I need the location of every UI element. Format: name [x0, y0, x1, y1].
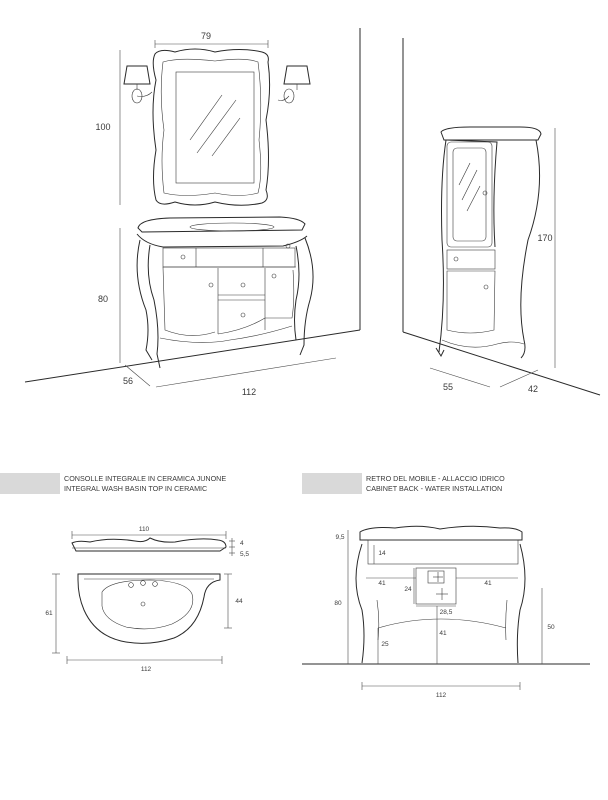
dimension-basin-width: 112: [66, 656, 223, 673]
dimension-back-left-offset: 41: [366, 577, 416, 587]
mirror-height-label: 100: [95, 122, 110, 132]
dimension-cabinet-width: 112: [155, 357, 337, 397]
cabinet-back-outline: [355, 525, 526, 664]
basin-header: CONSOLLE INTEGRALE IN CERAMICA JUNONE IN…: [0, 473, 226, 494]
back-total-width-label: 112: [436, 692, 447, 699]
back-drain-height-label: 41: [439, 630, 447, 637]
vanity-cabinet: [136, 216, 314, 369]
dimension-mirror-width: 79: [154, 31, 269, 48]
dimension-mirror-height: 100: [95, 50, 121, 205]
column-depth-label: 42: [528, 384, 538, 394]
column-height-label: 170: [537, 233, 552, 243]
basin-thickness-total-label: 5,5: [240, 551, 249, 558]
back-right-offset-label: 41: [484, 580, 492, 587]
basin-depth-outer-label: 61: [45, 610, 53, 617]
cabinet-height-label: 80: [98, 294, 108, 304]
cabinet-width-label: 112: [242, 387, 256, 397]
dimension-basin-thickness: 4 5,5: [229, 538, 249, 558]
back-foot-height-label: 25: [381, 641, 389, 648]
dimension-column-width: 55: [429, 367, 491, 392]
mirror: [152, 48, 271, 206]
basin-title-line1: CONSOLLE INTEGRALE IN CERAMICA JUNONE: [64, 474, 226, 483]
mirror-width-label: 79: [201, 31, 211, 41]
dimension-back-side-height: 50: [541, 588, 555, 664]
dimension-back-box-width: 28,5: [416, 605, 456, 616]
dimension-back-top-offset: 9,5: [335, 530, 349, 545]
dimension-basin-depth: 61 44: [45, 573, 243, 654]
dimension-back-total-width: 112: [361, 682, 521, 699]
dimension-column-height: 170: [537, 128, 556, 368]
wall-sconce-left: [123, 65, 153, 104]
back-total-height-label: 80: [334, 600, 342, 607]
room-corner-right: [402, 38, 601, 396]
back-box-width-label: 28,5: [440, 609, 453, 616]
dimension-basin-top-width: 110: [71, 526, 227, 539]
back-box-height-label: 24: [404, 586, 412, 593]
dimension-back-drain-height: 41: [436, 606, 447, 664]
cabinet-depth-label: 56: [123, 376, 133, 386]
basin-top-width-label: 110: [139, 526, 150, 533]
column-cabinet: [435, 126, 542, 359]
back-title-line2: CABINET BACK - WATER INSTALLATION: [366, 484, 502, 493]
basin-profile: [71, 537, 227, 552]
dimension-back-right-offset: 41: [456, 577, 518, 587]
back-side-height-label: 50: [547, 624, 555, 631]
basin-depth-inner-label: 44: [235, 598, 243, 605]
back-top-offset-label: 9,5: [335, 534, 344, 541]
dimension-back-box-height: 24: [404, 568, 415, 604]
dimension-back-foot-height: 25: [377, 628, 389, 664]
basin-thickness-top-label: 4: [240, 540, 244, 547]
basin-width-label: 112: [141, 666, 152, 673]
back-title-line1: RETRO DEL MOBILE - ALLACCIO IDRICO: [366, 474, 505, 483]
dimension-back-total-height: 80: [334, 545, 349, 664]
dimension-column-depth: 42: [499, 369, 539, 394]
wall-sconce-right: [277, 65, 311, 104]
back-inner-top-label: 14: [378, 550, 386, 557]
dimension-back-inner-top: 14: [373, 545, 386, 564]
back-header: RETRO DEL MOBILE - ALLACCIO IDRICO CABIN…: [302, 473, 505, 494]
basin-plan: [77, 573, 221, 644]
column-width-label: 55: [443, 382, 453, 392]
back-left-offset-label: 41: [378, 580, 386, 587]
dimension-cabinet-height: 80: [98, 228, 121, 363]
basin-title-line2: INTEGRAL WASH BASIN TOP IN CERAMIC: [64, 484, 207, 493]
dimension-cabinet-depth: 56: [123, 364, 151, 387]
